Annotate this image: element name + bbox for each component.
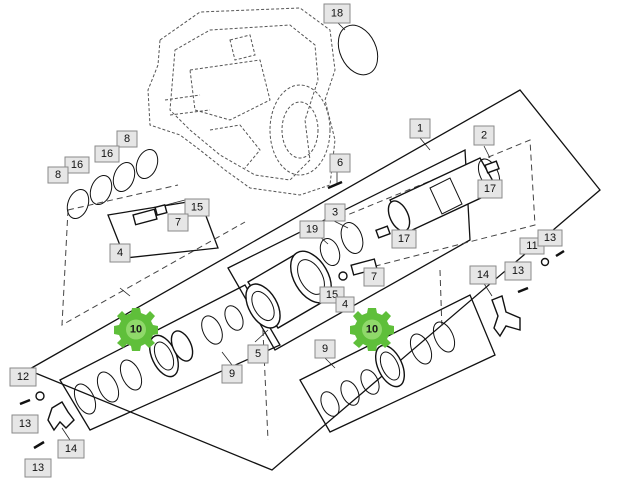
callout-2[interactable]: 2 bbox=[473, 125, 495, 146]
transmission-housing-outline bbox=[147, 7, 336, 196]
svg-text:7: 7 bbox=[371, 271, 377, 283]
svg-text:13: 13 bbox=[512, 265, 524, 277]
svg-text:13: 13 bbox=[32, 462, 44, 474]
dashed-boundary-lower bbox=[261, 269, 443, 441]
callout-16-left[interactable]: 16 bbox=[64, 156, 90, 174]
svg-text:6: 6 bbox=[337, 157, 343, 169]
bolt-13-left-a bbox=[19, 398, 31, 406]
callout-3[interactable]: 3 bbox=[324, 203, 346, 222]
svg-text:14: 14 bbox=[65, 443, 77, 455]
callout-8-upper[interactable]: 8 bbox=[116, 130, 138, 148]
washer-12 bbox=[35, 391, 45, 401]
bolt-13-right-b bbox=[555, 249, 565, 258]
callout-7-center[interactable]: 7 bbox=[363, 267, 385, 287]
bolt-13-right-a bbox=[517, 286, 529, 294]
svg-text:4: 4 bbox=[117, 247, 123, 259]
cylinder-sleeve-2 bbox=[387, 157, 501, 233]
leader-lines bbox=[61, 21, 493, 441]
dashed-boundary-left bbox=[61, 184, 246, 326]
callout-17-upper[interactable]: 17 bbox=[477, 179, 503, 199]
callout-9-right[interactable]: 9 bbox=[314, 339, 336, 359]
sealing-rings-left bbox=[66, 148, 159, 220]
callout-13-right[interactable]: 13 bbox=[504, 261, 532, 281]
callout-8-left[interactable]: 8 bbox=[47, 166, 69, 184]
assembly-frame-9b bbox=[299, 294, 496, 433]
svg-text:12: 12 bbox=[17, 371, 29, 383]
pin-17-lower bbox=[375, 225, 391, 239]
callout-15-upper[interactable]: 15 bbox=[184, 198, 210, 217]
callout-5[interactable]: 5 bbox=[247, 344, 269, 364]
svg-text:11: 11 bbox=[526, 240, 537, 252]
assembly-frame-1 bbox=[26, 89, 601, 471]
washer-11 bbox=[540, 257, 550, 267]
svg-text:1: 1 bbox=[417, 123, 423, 135]
svg-text:8: 8 bbox=[55, 169, 61, 181]
callout-6[interactable]: 6 bbox=[329, 153, 351, 173]
callout-4-upper[interactable]: 4 bbox=[109, 243, 131, 263]
callout-7-upper[interactable]: 7 bbox=[167, 213, 189, 232]
clutch-pack-right bbox=[320, 321, 456, 417]
svg-text:18: 18 bbox=[331, 8, 343, 20]
callout-17-lower[interactable]: 17 bbox=[391, 229, 417, 249]
svg-text:9: 9 bbox=[322, 343, 328, 355]
callout-13-upper-right[interactable]: 13 bbox=[537, 229, 563, 247]
callout-16-right[interactable]: 16 bbox=[94, 145, 120, 163]
svg-text:7: 7 bbox=[175, 217, 181, 229]
svg-text:5: 5 bbox=[255, 348, 261, 360]
svg-text:9: 9 bbox=[229, 368, 235, 380]
bolt-13-left-b bbox=[33, 440, 45, 450]
svg-text:8: 8 bbox=[124, 133, 130, 145]
callout-label: 10 bbox=[366, 324, 378, 336]
callout-19[interactable]: 19 bbox=[299, 220, 325, 239]
svg-text:4: 4 bbox=[342, 299, 348, 311]
assembly-frame-9a bbox=[59, 284, 281, 431]
callout-14-left[interactable]: 14 bbox=[57, 439, 85, 459]
shift-fork-right bbox=[491, 295, 521, 338]
callout-1[interactable]: 1 bbox=[409, 118, 431, 139]
callout-18[interactable]: 18 bbox=[323, 3, 351, 24]
svg-text:17: 17 bbox=[484, 183, 496, 195]
svg-text:13: 13 bbox=[19, 418, 31, 430]
o-ring-19 bbox=[319, 237, 341, 267]
callout-13-left-upper[interactable]: 13 bbox=[11, 414, 39, 434]
callout-4-center[interactable]: 4 bbox=[335, 296, 355, 313]
callout-label: 10 bbox=[130, 324, 142, 336]
valve-fitting-left bbox=[132, 199, 186, 226]
callout-13-left-lower[interactable]: 13 bbox=[24, 458, 52, 478]
svg-text:14: 14 bbox=[477, 269, 489, 281]
svg-text:16: 16 bbox=[71, 159, 83, 171]
highlight-gear-10-left[interactable]: 10 bbox=[114, 308, 158, 351]
bolt-6 bbox=[327, 180, 343, 190]
pin-17-upper bbox=[484, 160, 500, 174]
callout-12[interactable]: 12 bbox=[9, 367, 37, 387]
callout-14-right[interactable]: 14 bbox=[469, 265, 497, 285]
svg-text:13: 13 bbox=[544, 232, 556, 244]
o-ring-3 bbox=[340, 222, 364, 254]
highlight-gear-10-right[interactable]: 10 bbox=[350, 308, 394, 351]
svg-text:2: 2 bbox=[481, 130, 487, 142]
svg-text:15: 15 bbox=[191, 202, 203, 214]
svg-text:16: 16 bbox=[101, 148, 113, 160]
callout-9-left[interactable]: 9 bbox=[221, 364, 243, 384]
svg-text:15: 15 bbox=[326, 289, 338, 301]
svg-text:3: 3 bbox=[332, 207, 338, 219]
shift-fork-left bbox=[47, 401, 75, 432]
o-ring-18 bbox=[337, 24, 379, 76]
clutch-pack-left bbox=[73, 305, 244, 415]
svg-text:19: 19 bbox=[306, 224, 318, 236]
svg-text:17: 17 bbox=[398, 233, 410, 245]
